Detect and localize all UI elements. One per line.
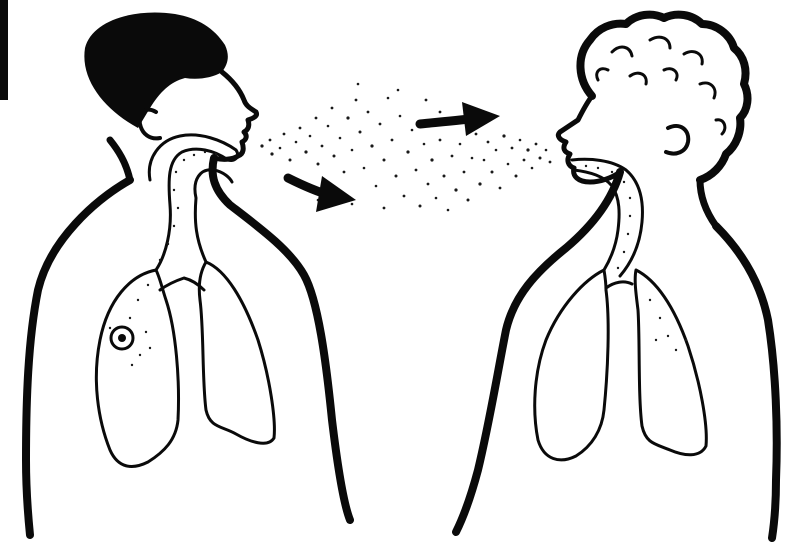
- left-person-face: [214, 72, 257, 159]
- right-person-back-side: [716, 226, 777, 538]
- left-person-left-side: [26, 180, 130, 535]
- left-person-ear: [140, 110, 160, 139]
- right-arrow-icon: [420, 102, 500, 136]
- right-person-bronchi: [606, 282, 632, 288]
- left-person-bronchi: [160, 278, 204, 290]
- right-person-back-lung: [635, 270, 706, 455]
- right-person-hair-curls: [597, 37, 725, 134]
- left-person-back-neck: [110, 140, 130, 180]
- right-person-ear: [666, 126, 688, 154]
- right-person: [456, 15, 777, 538]
- left-person-infection-core: [118, 334, 126, 342]
- right-airway-droplets: [585, 165, 687, 351]
- corner-mark: [0, 0, 8, 100]
- left-person-right-lung: [199, 262, 274, 443]
- airborne-particles: [260, 83, 551, 212]
- right-arrow-icon: [288, 176, 356, 212]
- right-person-back-neck: [700, 180, 716, 226]
- right-person-front-side: [456, 172, 620, 532]
- right-person-face: [558, 96, 620, 182]
- left-person: [26, 12, 350, 535]
- left-person-right-side: [213, 158, 350, 520]
- right-person-front-lung: [535, 270, 608, 460]
